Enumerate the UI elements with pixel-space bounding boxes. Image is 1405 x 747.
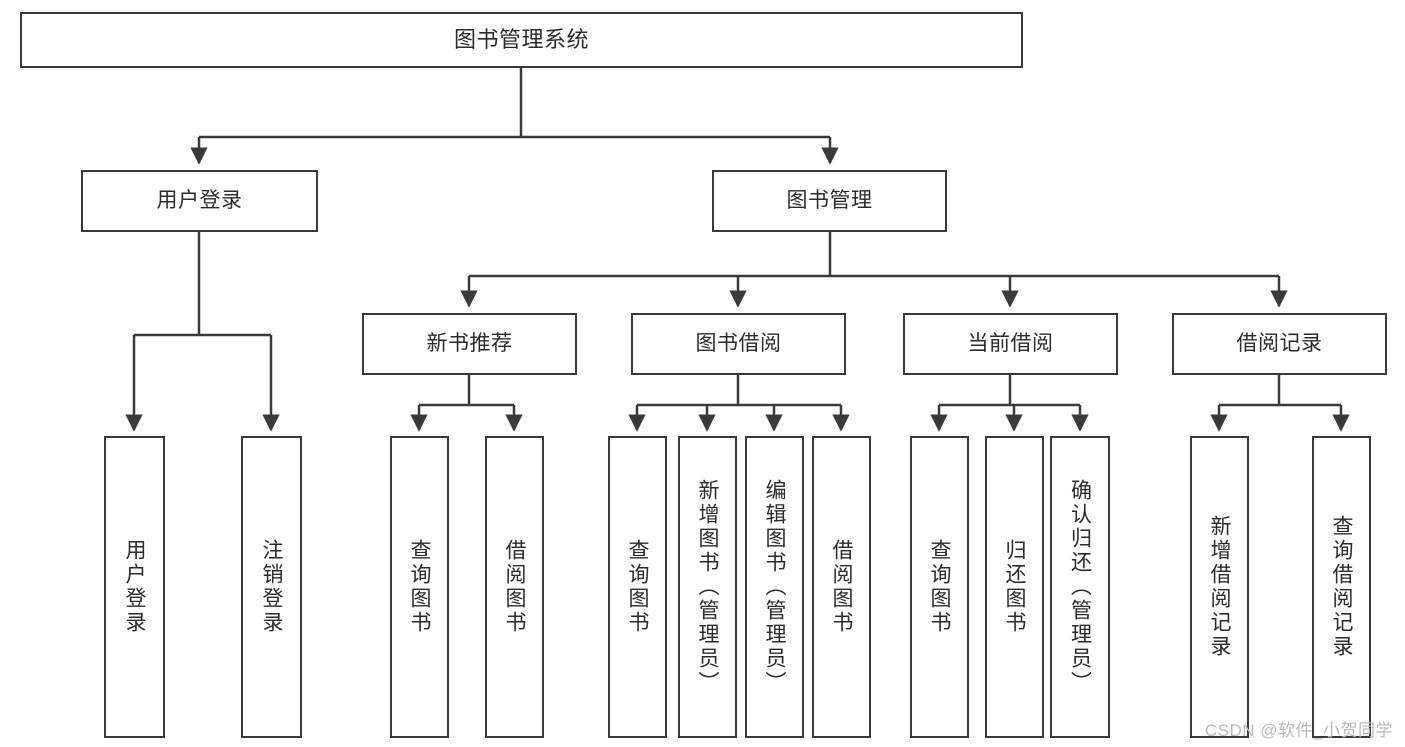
node-leaf-query-book-1-label: 查询图书 — [408, 539, 431, 635]
node-leaf-add-borrow-record[interactable]: 新增借阅记录 — [1190, 436, 1249, 738]
node-leaf-query-book-3[interactable]: 查询图书 — [910, 436, 969, 738]
csdn-watermark: CSDN @软件_小贺同学 — [1204, 721, 1393, 740]
node-leaf-user-login[interactable]: 用户登录 — [104, 436, 165, 738]
node-borrow-record[interactable]: 借阅记录 — [1172, 313, 1387, 375]
node-leaf-confirm-return-admin-label: 确认归还（管理员） — [1068, 479, 1092, 695]
node-user-login[interactable]: 用户登录 — [81, 170, 318, 232]
node-leaf-user-login-label: 用户登录 — [123, 539, 146, 635]
node-leaf-edit-book-admin[interactable]: 编辑图书（管理员） — [745, 436, 804, 738]
node-leaf-user-logout[interactable]: 注销登录 — [241, 436, 302, 738]
node-user-login-label: 用户登录 — [156, 188, 243, 212]
node-new-book-recommend[interactable]: 新书推荐 — [362, 313, 577, 375]
node-leaf-query-book-2-label: 查询图书 — [626, 539, 649, 635]
node-book-manage-label: 图书管理 — [786, 188, 873, 212]
node-leaf-borrow-book-1[interactable]: 借阅图书 — [485, 436, 544, 738]
node-leaf-return-book[interactable]: 归还图书 — [985, 436, 1044, 738]
node-leaf-borrow-book-2[interactable]: 借阅图书 — [812, 436, 871, 738]
node-borrow-record-label: 借阅记录 — [1236, 331, 1323, 355]
node-leaf-borrow-book-2-label: 借阅图书 — [830, 539, 853, 635]
node-leaf-add-book-admin[interactable]: 新增图书（管理员） — [678, 436, 737, 738]
node-leaf-add-book-admin-label: 新增图书（管理员） — [696, 479, 719, 695]
node-leaf-return-book-label: 归还图书 — [1003, 539, 1026, 635]
node-current-borrow-label: 当前借阅 — [967, 331, 1054, 355]
node-book-manage[interactable]: 图书管理 — [712, 170, 947, 232]
node-leaf-query-book-1[interactable]: 查询图书 — [390, 436, 449, 738]
node-root-label: 图书管理系统 — [453, 27, 589, 53]
node-leaf-edit-book-admin-label: 编辑图书（管理员） — [763, 479, 786, 695]
node-leaf-confirm-return-admin[interactable]: 确认归还（管理员） — [1050, 436, 1110, 738]
node-leaf-query-borrow-record-label: 查询借阅记录 — [1330, 515, 1353, 659]
node-leaf-query-borrow-record[interactable]: 查询借阅记录 — [1312, 436, 1371, 738]
node-new-book-recommend-label: 新书推荐 — [426, 331, 513, 355]
node-book-borrow[interactable]: 图书借阅 — [631, 313, 846, 375]
node-leaf-add-borrow-record-label: 新增借阅记录 — [1208, 515, 1231, 659]
node-leaf-user-logout-label: 注销登录 — [260, 539, 283, 635]
node-root[interactable]: 图书管理系统 — [20, 12, 1023, 68]
node-leaf-query-book-2[interactable]: 查询图书 — [608, 436, 667, 738]
node-book-borrow-label: 图书借阅 — [695, 331, 782, 355]
node-current-borrow[interactable]: 当前借阅 — [903, 313, 1118, 375]
node-leaf-borrow-book-1-label: 借阅图书 — [503, 539, 526, 635]
node-leaf-query-book-3-label: 查询图书 — [928, 539, 951, 635]
